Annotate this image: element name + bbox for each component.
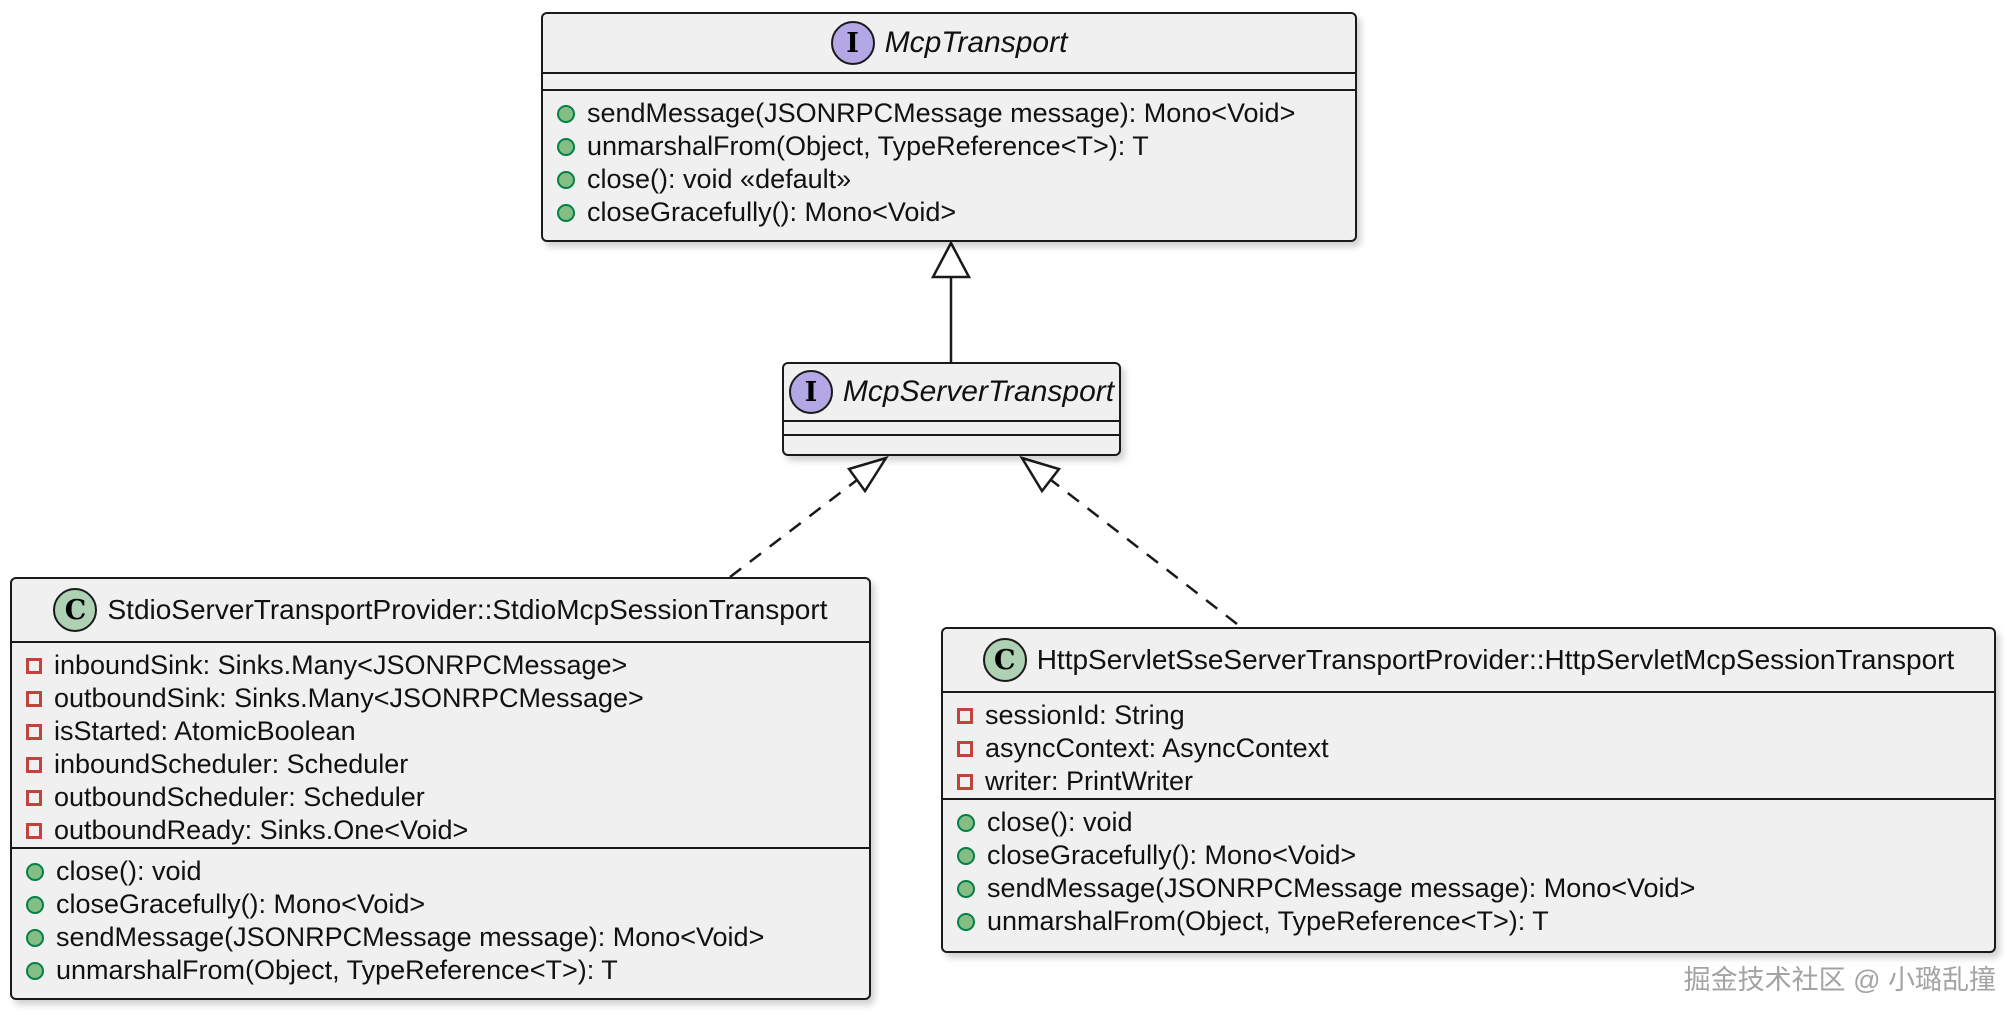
method-row: sendMessage(JSONRPCMessage message): Mon… (943, 872, 1994, 905)
method-row: close(): void (12, 855, 869, 888)
method-signature: unmarshalFrom(Object, TypeReference<T>):… (56, 955, 618, 985)
public-method-circle-icon (557, 104, 575, 123)
field-signature: isStarted: AtomicBoolean (54, 716, 356, 746)
private-field-square-icon (26, 690, 42, 707)
method-signature: sendMessage(JSONRPCMessage message): Mon… (587, 98, 1296, 128)
field-row: writer: PrintWriter (943, 765, 1994, 798)
fields-compartment-empty (784, 420, 1119, 434)
private-field-square-icon (26, 723, 42, 740)
method-signature: close(): void (987, 807, 1133, 837)
class-spot-icon: C (982, 638, 1027, 682)
public-method-circle-icon (26, 895, 44, 914)
field-row: outboundReady: Sinks.One<Void> (12, 814, 869, 847)
method-row: unmarshalFrom(Object, TypeReference<T>):… (543, 130, 1355, 163)
realization-arrow-left (729, 455, 889, 578)
method-row: closeGracefully(): Mono<Void> (943, 839, 1994, 872)
public-method-circle-icon (557, 137, 575, 156)
class-header: I McpTransport (543, 14, 1355, 72)
private-field-square-icon (26, 822, 42, 839)
public-method-circle-icon (26, 961, 44, 980)
fields-compartment-empty (543, 72, 1355, 89)
public-method-circle-icon (957, 912, 975, 931)
field-signature: outboundReady: Sinks.One<Void> (54, 815, 469, 845)
method-row: close(): void (943, 806, 1994, 839)
generalization-arrow (930, 240, 972, 362)
realization-arrow-right (1019, 455, 1238, 625)
class-title: StdioServerTransportProvider::StdioMcpSe… (107, 594, 828, 625)
field-signature: asyncContext: AsyncContext (985, 733, 1329, 763)
method-signature: close(): void (56, 856, 202, 886)
field-row: isStarted: AtomicBoolean (12, 715, 869, 748)
class-box-http-servlet-mcp-session-transport: C HttpServletSseServerTransportProvider:… (941, 627, 1996, 953)
method-signature: close(): void «default» (587, 164, 852, 194)
field-signature: sessionId: String (985, 700, 1185, 730)
private-field-square-icon (26, 789, 42, 806)
method-row: unmarshalFrom(Object, TypeReference<T>):… (12, 954, 869, 987)
method-signature: closeGracefully(): Mono<Void> (587, 197, 957, 227)
public-method-circle-icon (557, 170, 575, 189)
field-row: inboundScheduler: Scheduler (12, 748, 869, 781)
class-header: C HttpServletSseServerTransportProvider:… (943, 629, 1994, 691)
private-field-square-icon (957, 707, 973, 724)
class-title: McpServerTransport (842, 375, 1115, 408)
field-signature: outboundSink: Sinks.Many<JSONRPCMessage> (54, 683, 644, 713)
field-signature: outboundScheduler: Scheduler (54, 782, 425, 812)
field-row: sessionId: String (943, 699, 1994, 732)
class-title: HttpServletSseServerTransportProvider::H… (1036, 644, 1955, 675)
private-field-square-icon (26, 756, 42, 773)
method-signature: sendMessage(JSONRPCMessage message): Mon… (56, 922, 765, 952)
private-field-square-icon (26, 657, 42, 674)
public-method-circle-icon (26, 928, 44, 947)
field-row: inboundSink: Sinks.Many<JSONRPCMessage> (12, 649, 869, 682)
class-spot-icon: C (53, 588, 98, 632)
class-box-mcp-transport: I McpTransport sendMessage(JSONRPCMessag… (541, 12, 1357, 242)
public-method-circle-icon (557, 203, 575, 222)
method-signature: closeGracefully(): Mono<Void> (987, 840, 1357, 870)
method-row: closeGracefully(): Mono<Void> (543, 196, 1355, 229)
field-signature: inboundScheduler: Scheduler (54, 749, 409, 779)
field-signature: writer: PrintWriter (985, 766, 1194, 796)
class-title: McpTransport (884, 26, 1068, 59)
method-signature: unmarshalFrom(Object, TypeReference<T>):… (587, 131, 1149, 161)
interface-spot-icon: I (830, 21, 875, 65)
public-method-circle-icon (957, 846, 975, 865)
method-signature: closeGracefully(): Mono<Void> (56, 889, 426, 919)
watermark: 掘金技术社区 @ 小璐乱撞 (1683, 965, 1996, 995)
method-signature: sendMessage(JSONRPCMessage message): Mon… (987, 873, 1696, 903)
method-signature: unmarshalFrom(Object, TypeReference<T>):… (987, 906, 1549, 936)
class-header: C StdioServerTransportProvider::StdioMcp… (12, 579, 869, 641)
interface-spot-icon: I (788, 370, 833, 414)
class-box-stdio-mcp-session-transport: C StdioServerTransportProvider::StdioMcp… (10, 577, 871, 1000)
public-method-circle-icon (26, 862, 44, 881)
field-row: asyncContext: AsyncContext (943, 732, 1994, 765)
class-header: I McpServerTransport (784, 364, 1119, 420)
method-row: closeGracefully(): Mono<Void> (12, 888, 869, 921)
method-row: sendMessage(JSONRPCMessage message): Mon… (543, 97, 1355, 130)
class-box-mcp-server-transport: I McpServerTransport (782, 362, 1121, 456)
field-row: outboundSink: Sinks.Many<JSONRPCMessage> (12, 682, 869, 715)
public-method-circle-icon (957, 879, 975, 898)
field-row: outboundScheduler: Scheduler (12, 781, 869, 814)
method-row: close(): void «default» (543, 163, 1355, 196)
methods-compartment: sendMessage(JSONRPCMessage message): Mon… (543, 89, 1355, 240)
private-field-square-icon (957, 773, 973, 790)
fields-compartment: inboundSink: Sinks.Many<JSONRPCMessage>o… (12, 641, 869, 847)
method-row: unmarshalFrom(Object, TypeReference<T>):… (943, 905, 1994, 938)
field-signature: inboundSink: Sinks.Many<JSONRPCMessage> (54, 650, 628, 680)
private-field-square-icon (957, 740, 973, 757)
public-method-circle-icon (957, 813, 975, 832)
methods-compartment-empty (784, 434, 1119, 454)
method-row: sendMessage(JSONRPCMessage message): Mon… (12, 921, 869, 954)
